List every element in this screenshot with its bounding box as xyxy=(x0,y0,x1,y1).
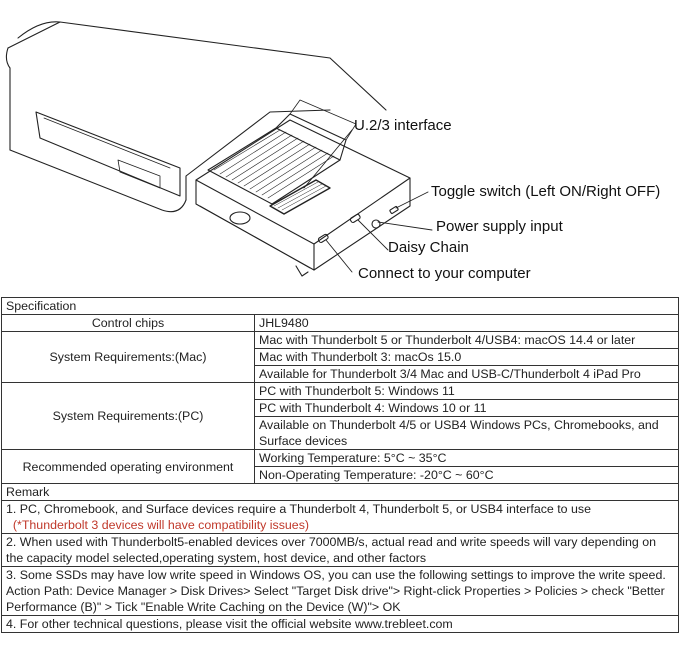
cell-value: JHL9480 xyxy=(253,314,679,332)
table-row: PC with Thunderbolt 4: Windows 10 or 11 xyxy=(2,399,679,417)
cell-value: Mac with Thunderbolt 3: macOs 15.0 xyxy=(253,348,679,366)
table-row: Control chips JHL9480 xyxy=(1,314,679,332)
row-label-environment: Recommended operating environment xyxy=(1,449,255,484)
cell-value: Mac with Thunderbolt 5 or Thunderbolt 4/… xyxy=(253,331,679,349)
cell-value: Working Temperature: 5°C ~ 35°C xyxy=(253,449,679,467)
cell-value: Available on Thunderbolt 4/5 or USB4 Win… xyxy=(253,416,679,450)
table-row: Available on Thunderbolt 4/5 or USB4 Win… xyxy=(2,416,679,450)
spec-title: Specification xyxy=(0,297,679,315)
table-row: System Requirements:(Mac) Mac with Thund… xyxy=(1,331,679,383)
remark-item-3: 3. Some SSDs may have low write speed in… xyxy=(0,566,679,616)
callout-toggle-switch: Toggle switch (Left ON/Right OFF) xyxy=(431,183,661,200)
cell-value: Available for Thunderbolt 3/4 Mac and US… xyxy=(253,365,679,383)
table-row: System Requirements:(PC) PC with Thunder… xyxy=(1,382,679,450)
row-label-pc: System Requirements:(PC) xyxy=(1,382,255,450)
spec-table: Specification Control chips JHL9480 Syst… xyxy=(0,297,679,633)
callout-power-supply: Power supply input xyxy=(436,218,563,235)
callout-u2-interface: U.2/3 interface xyxy=(354,117,452,134)
cell-value: Non-Operating Temperature: -20°C ~ 60°C xyxy=(253,466,679,484)
remark-title: Remark xyxy=(0,483,679,501)
callout-daisy-chain: Daisy Chain xyxy=(388,239,469,256)
table-row: Available for Thunderbolt 3/4 Mac and US… xyxy=(2,365,679,383)
callout-connect-computer: Connect to your computer xyxy=(358,265,531,282)
cell-value: PC with Thunderbolt 4: Windows 10 or 11 xyxy=(253,399,679,417)
remark-item-4: 4. For other technical questions, please… xyxy=(0,615,679,633)
remark-item-1-text: 1. PC, Chromebook, and Surface devices r… xyxy=(6,502,591,516)
row-label-mac: System Requirements:(Mac) xyxy=(1,331,255,383)
remark-item-2: 2. When used with Thunderbolt5-enabled d… xyxy=(0,533,679,567)
remark-item-1-note: (*Thunderbolt 3 devices will have compat… xyxy=(12,518,310,532)
table-row: Mac with Thunderbolt 3: macOs 15.0 xyxy=(2,348,679,366)
remark-item-1: 1. PC, Chromebook, and Surface devices r… xyxy=(0,500,679,534)
row-label-control-chips: Control chips xyxy=(1,314,255,332)
table-row: Recommended operating environment Workin… xyxy=(1,449,679,484)
cell-value: PC with Thunderbolt 5: Windows 11 xyxy=(253,382,679,400)
enclosure-illustration xyxy=(5,21,433,277)
